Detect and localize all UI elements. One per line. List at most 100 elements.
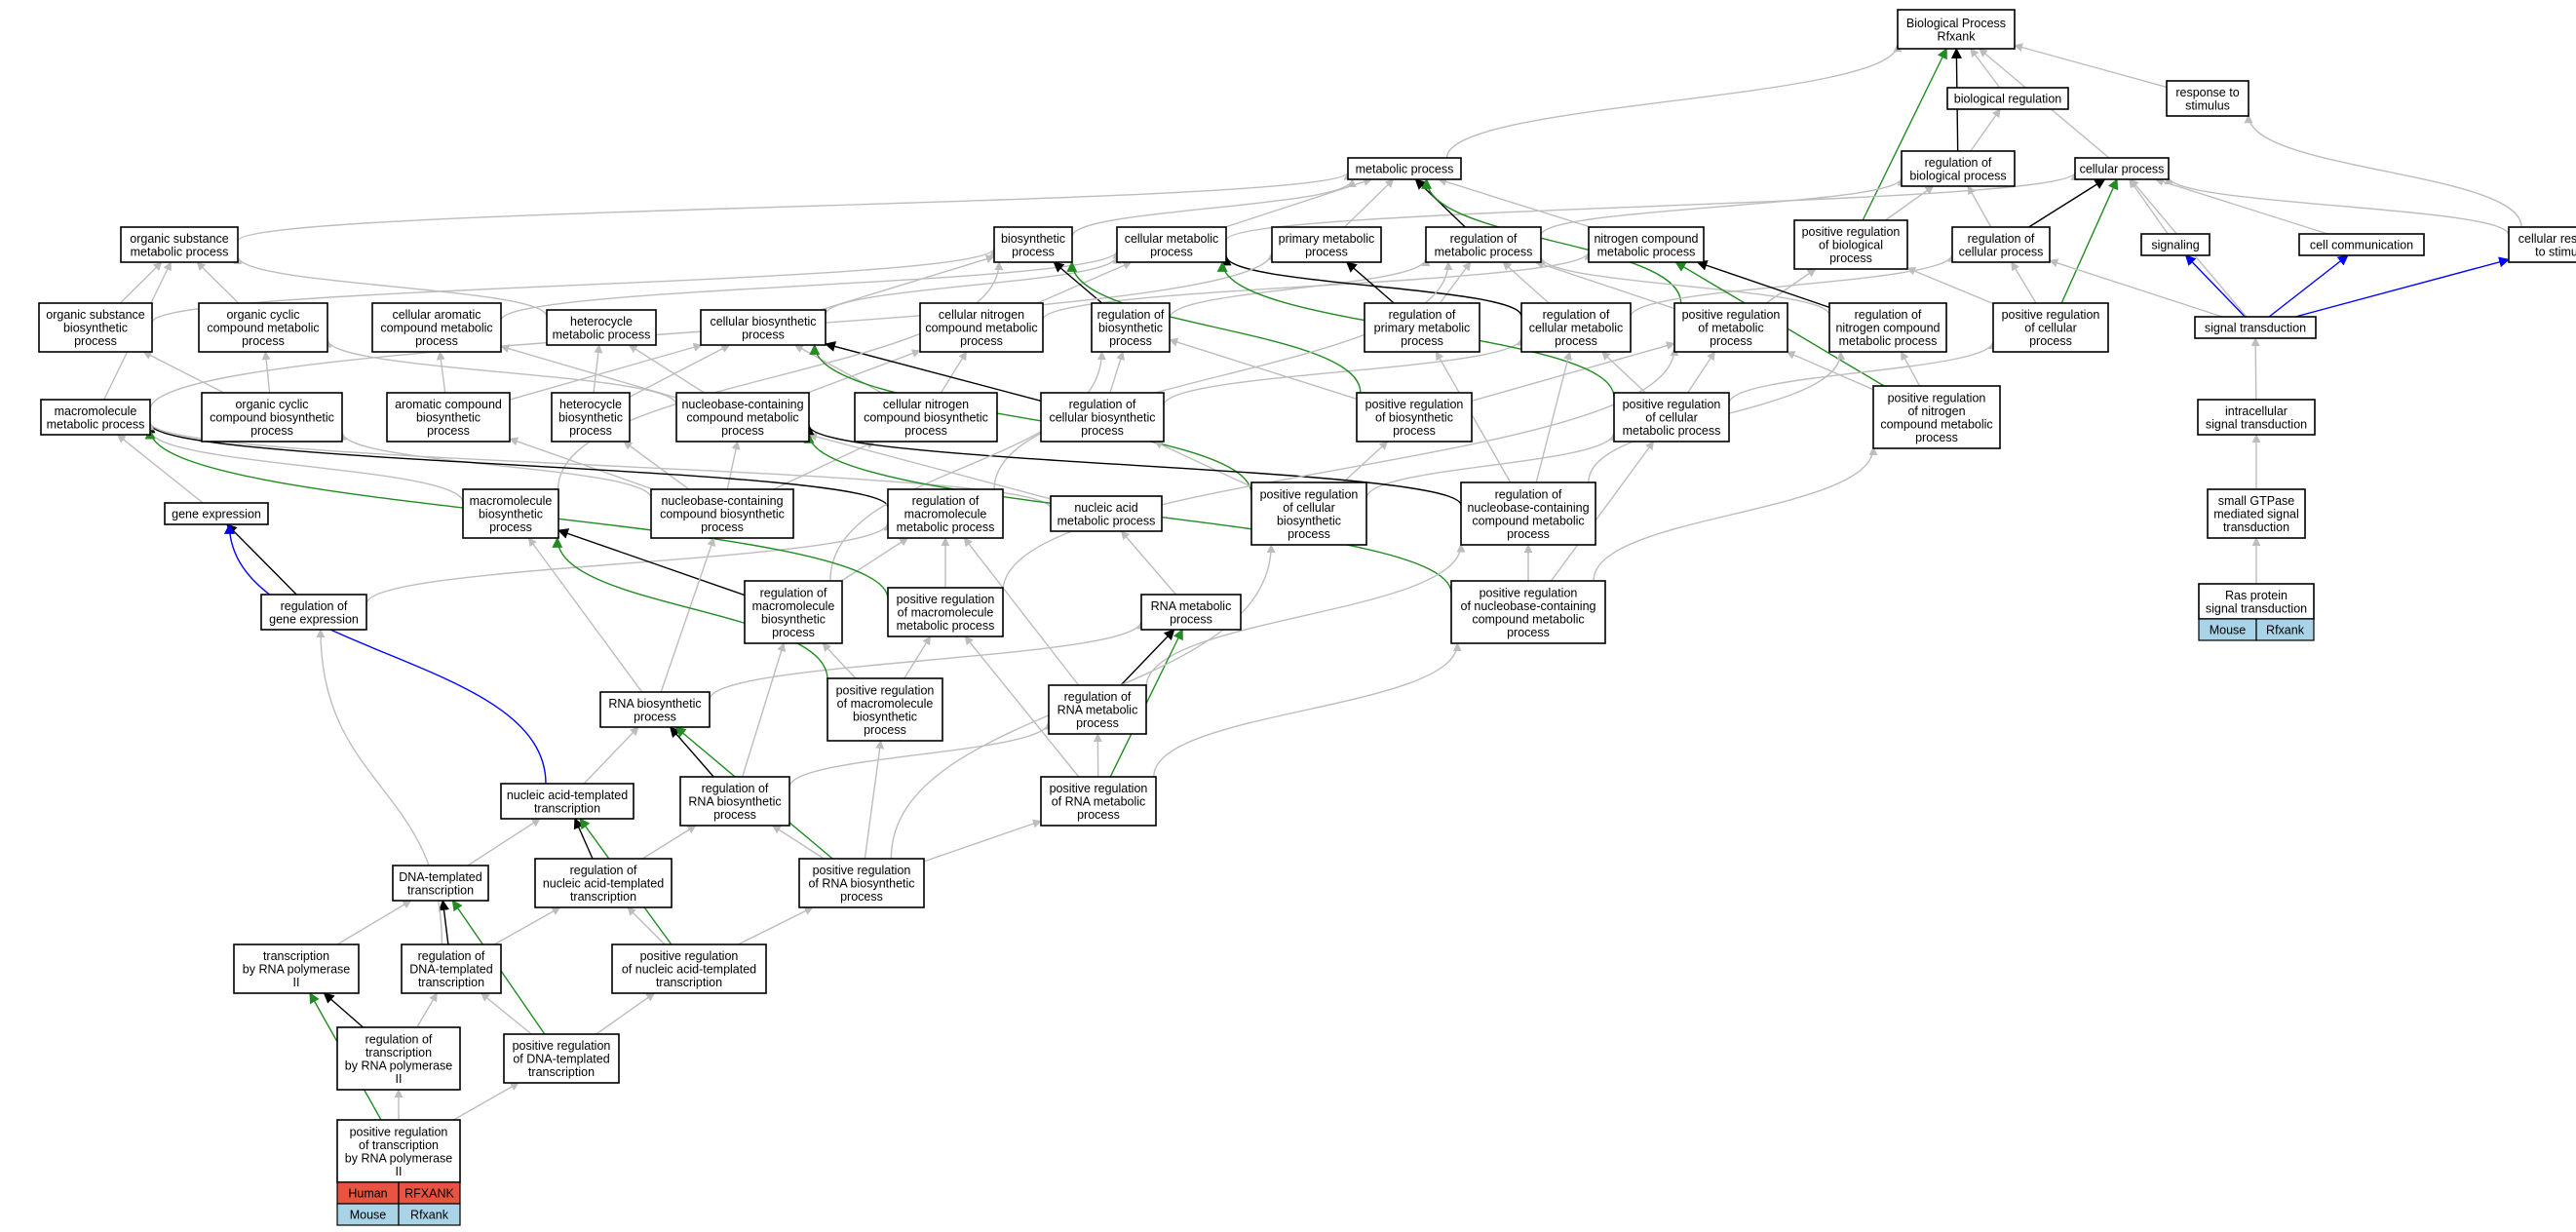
go-term-node-reg-nucbase[interactable]: regulation ofnucleobase-containingcompou… bbox=[1460, 481, 1596, 546]
go-term-label-line: of nitrogen bbox=[1907, 404, 1965, 418]
go-term-node-biolreg[interactable]: biological regulation bbox=[1946, 87, 2069, 110]
go-term-node-metab[interactable]: metabolic process bbox=[1347, 157, 1462, 180]
go-term-node-cell-comm[interactable]: cell communication bbox=[2298, 233, 2425, 256]
go-term-node-reg-macro-bios[interactable]: regulation ofmacromoleculebiosyntheticpr… bbox=[744, 580, 843, 644]
go-term-label-line: positive regulation bbox=[836, 683, 935, 697]
go-term-box bbox=[650, 488, 794, 539]
go-term-node-sig-trans[interactable]: signal transduction bbox=[2194, 316, 2317, 339]
go-term-label-line: process bbox=[864, 723, 906, 737]
go-term-box bbox=[1460, 481, 1596, 546]
go-term-box bbox=[164, 502, 269, 525]
go-term-label-line: process bbox=[1401, 334, 1443, 348]
go-term-box bbox=[1048, 684, 1147, 735]
edge-is-a-reg-transc-pol2-to-reg-dna-transc bbox=[416, 992, 438, 1028]
edge-is-a-reg-cellproc-to-reg-biol bbox=[1967, 185, 1992, 228]
edge-is-a-reg-rna-bios-to-reg-rna-metab bbox=[788, 720, 1054, 788]
go-term-node-signaling[interactable]: signaling bbox=[2140, 233, 2211, 256]
go-term-label-line: heterocycle bbox=[570, 315, 633, 328]
go-term-label-line: compound biosynthetic bbox=[660, 508, 785, 521]
go-term-label-line: of biosynthetic bbox=[1375, 411, 1453, 425]
go-term-box bbox=[1951, 226, 2051, 263]
go-term-label-line: biosynthetic bbox=[853, 710, 917, 723]
edge-is-a-pos-reg-macro-bios-to-reg-macro-bios bbox=[822, 642, 857, 679]
edge-is-a-nucbase-metab-to-hetero-metab bbox=[628, 344, 705, 394]
go-term-label-line: process bbox=[1555, 334, 1597, 348]
edge-is-a-reg-cell-metab-to-reg-metab bbox=[1502, 261, 1550, 304]
go-term-label-line: transcription bbox=[365, 1046, 432, 1059]
go-term-node-gene-expr[interactable]: gene expression bbox=[164, 502, 269, 525]
edge-is-a-nucacid-metab-to-nucbase-metab bbox=[808, 432, 1052, 500]
edge-is-a-resp-stim-to-bp bbox=[2014, 43, 2168, 89]
edge-is-a-rna-metab-to-nucacid-metab bbox=[1120, 530, 1177, 596]
go-term-label-line: process bbox=[489, 520, 532, 534]
go-term-label-line: DNA-templated bbox=[399, 870, 481, 884]
edge-is-a-cell-resp-to-resp-stim bbox=[2244, 114, 2522, 228]
go-term-node-cellproc[interactable]: cellular process bbox=[2074, 157, 2170, 180]
go-term-label-line: positive regulation bbox=[897, 593, 995, 606]
edge-is-a-dna-transc-to-nucacid-transc bbox=[467, 818, 541, 866]
go-term-label-line: cellular process bbox=[2080, 163, 2165, 176]
